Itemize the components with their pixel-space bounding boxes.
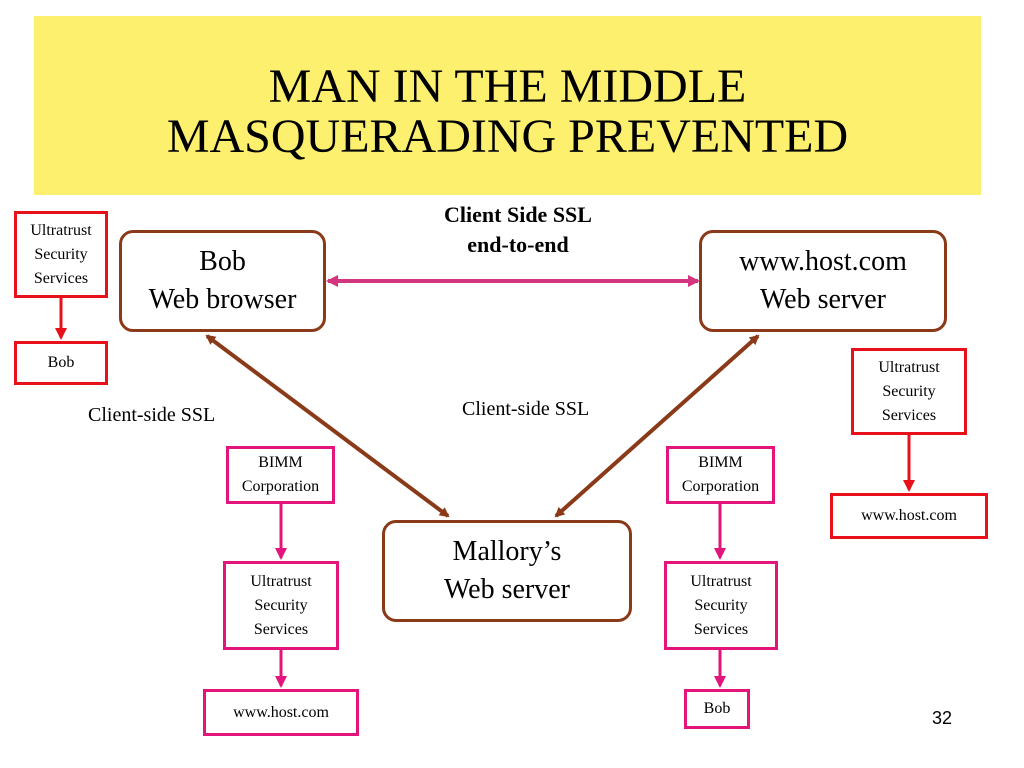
client-side-ssl-center-label: Client-side SSL	[462, 398, 590, 420]
mallory-right-subject-cert: Bob	[684, 689, 750, 729]
left-top-issuer-line-3: Services	[33, 269, 89, 287]
mallory-left-issuer-line-1: Ultratrust	[250, 572, 312, 590]
right-top-issuer-cert: Ultratrust Security Services	[851, 348, 967, 435]
left-top-issuer-line-2: Security	[34, 245, 88, 263]
ssl-top-line-1: Client Side SSL	[444, 202, 592, 227]
title-band	[34, 16, 981, 195]
mallory-left-ca-cert: BIMM Corporation	[226, 446, 335, 504]
slide-title-line-2: MASQUERADING PREVENTED	[166, 110, 849, 163]
slide-title-line-1: MAN IN THE MIDDLE	[268, 60, 747, 113]
left-top-subject-label: Bob	[47, 354, 75, 371]
right-top-subject-label: www.host.com	[861, 507, 957, 524]
right-top-issuer-line-2: Security	[882, 382, 936, 400]
mallory-right-issuer-cert: Ultratrust Security Services	[664, 561, 778, 650]
mallory-right-ca-cert: BIMM Corporation	[666, 446, 775, 504]
page-number: 32	[931, 708, 953, 728]
mallory-left-issuer-line-3: Services	[253, 620, 309, 638]
mallory-left-ca-line-2: Corporation	[241, 478, 320, 495]
slide-title: MAN IN THE MIDDLE MASQUERADING PREVENTED	[34, 62, 981, 162]
bob-mallory-ssl-arrow	[205, 334, 450, 518]
host-server-line-1: www.host.com	[739, 246, 907, 277]
client-side-ssl-left-label: Client-side SSL	[88, 404, 216, 426]
right-top-subject-cert: www.host.com	[830, 493, 988, 539]
right-top-issuer-line-1: Ultratrust	[878, 358, 940, 376]
mallory-right-ca-line-1: BIMM	[698, 454, 743, 471]
host-mallory-ssl-arrow	[554, 334, 760, 518]
mallory-right-subject-label: Bob	[703, 700, 731, 717]
bob-browser-node: Bob Web browser	[119, 230, 326, 332]
mallory-right-issuer-line-1: Ultratrust	[690, 572, 752, 590]
host-server-line-2: Web server	[759, 284, 886, 315]
right-top-issuer-line-3: Services	[881, 406, 937, 424]
left-top-issuer-line-1: Ultratrust	[30, 221, 92, 239]
left-top-subject-cert: Bob	[14, 341, 108, 385]
bob-browser-line-2: Web browser	[148, 284, 297, 315]
mallory-server-line-1: Mallory’s	[452, 536, 562, 567]
left-top-issuer-cert: Ultratrust Security Services	[14, 211, 108, 298]
mallory-left-issuer-line-2: Security	[254, 596, 308, 614]
mallory-left-issuer-cert: Ultratrust Security Services	[223, 561, 339, 650]
ssl-top-line-2: end-to-end	[467, 232, 569, 257]
mallory-right-ca-line-2: Corporation	[681, 478, 760, 495]
mallory-right-issuer-line-3: Services	[693, 620, 749, 638]
mallory-right-issuer-line-2: Security	[694, 596, 748, 614]
client-side-ssl-end-to-end-label: Client Side SSL end-to-end	[400, 200, 636, 260]
mallory-server-node: Mallory’s Web server	[382, 520, 632, 622]
mallory-left-subject-cert: www.host.com	[203, 689, 359, 736]
mallory-left-ca-line-1: BIMM	[258, 454, 303, 471]
mallory-left-subject-label: www.host.com	[233, 703, 329, 721]
bob-browser-line-1: Bob	[199, 246, 246, 277]
mallory-server-line-2: Web server	[443, 574, 570, 605]
host-server-node: www.host.com Web server	[699, 230, 947, 332]
